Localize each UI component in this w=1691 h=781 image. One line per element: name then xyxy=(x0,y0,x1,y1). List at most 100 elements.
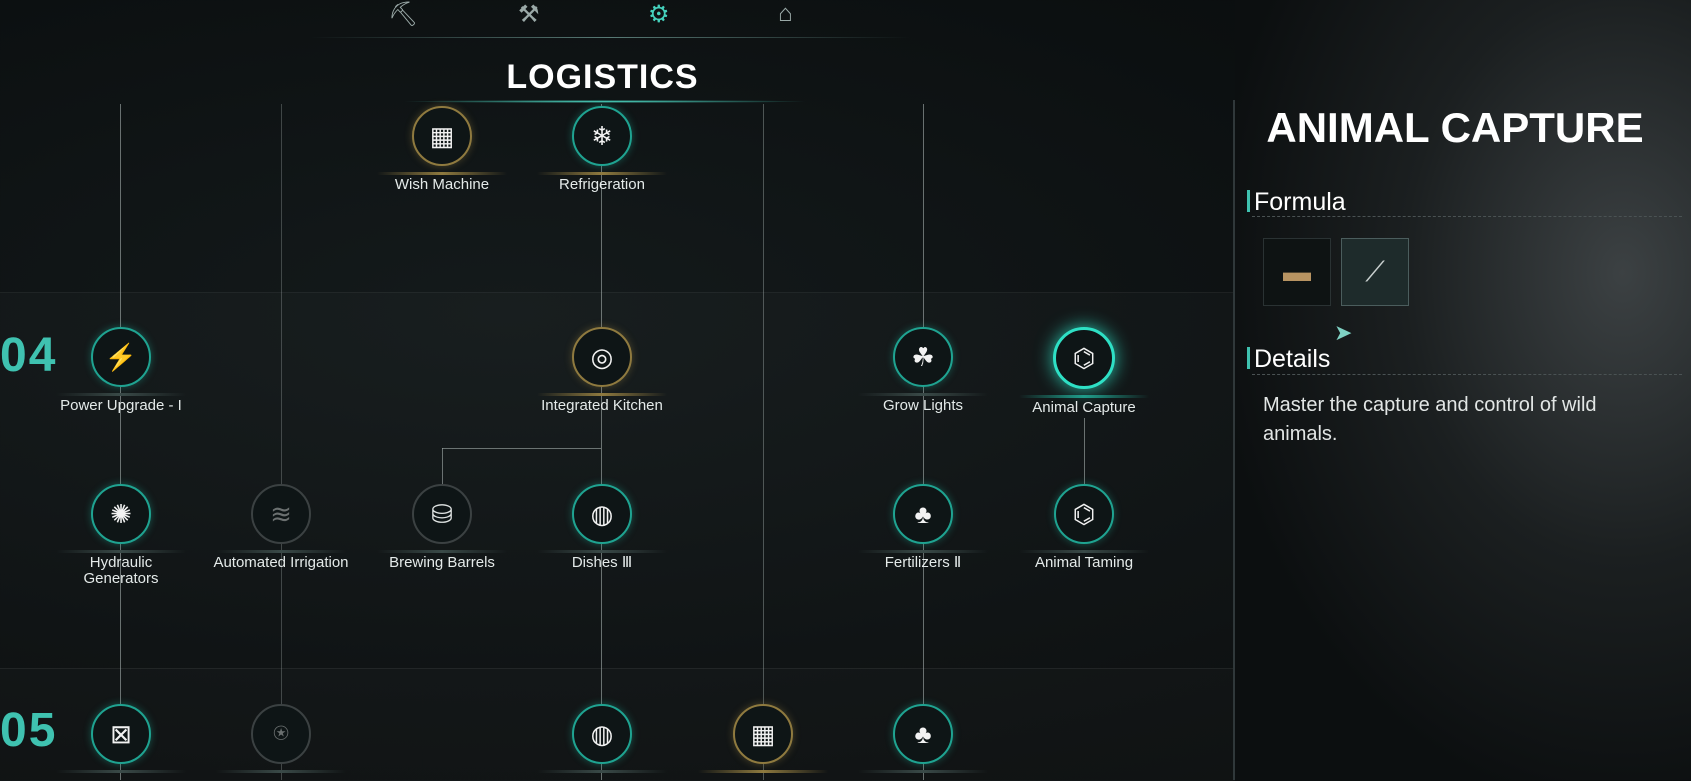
tier-label-05: 05 xyxy=(0,704,58,757)
tech-node-fertilizers-ii[interactable]: ♣ Fertilizers Ⅱ xyxy=(833,484,1013,571)
irrigation-icon: ⍟ xyxy=(251,704,311,764)
grow-light-icon: ☘ xyxy=(893,327,953,387)
tech-node-animal-capture[interactable]: ⌬ Animal Capture xyxy=(994,327,1174,416)
detail-panel xyxy=(1235,0,1691,780)
connector-line xyxy=(442,448,443,488)
node-label-bar xyxy=(537,172,667,175)
tech-node-dishes-iii[interactable]: ◍ Dishes Ⅲ xyxy=(512,484,692,571)
node-label-bar xyxy=(858,550,988,553)
water-wheel-icon: ✺ xyxy=(91,484,151,544)
node-label: Hydraulic Generators xyxy=(83,554,159,587)
tech-node-brewing-barrels[interactable]: ⛁ Brewing Barrels xyxy=(352,484,532,571)
connector-line xyxy=(442,448,601,449)
dish-icon: ◍ xyxy=(572,704,632,764)
tabs-divider xyxy=(310,37,910,38)
tier-05-band xyxy=(0,668,1235,781)
taming-icon: ⌬ xyxy=(1054,484,1114,544)
house-icon[interactable]: ⌂ xyxy=(778,0,793,27)
capture-trap-icon: ⌬ xyxy=(1053,327,1115,389)
frying-pan-icon: ◎ xyxy=(572,327,632,387)
node-label: Animal Taming xyxy=(1034,554,1134,571)
spear-icon: ⟋ xyxy=(1365,255,1385,287)
details-heading: Details xyxy=(1247,345,1330,374)
node-label: Fertilizers Ⅱ xyxy=(884,554,962,571)
tech-node-automated-irrigation[interactable]: ≋ Automated Irrigation xyxy=(191,484,371,571)
node-label-bar xyxy=(537,393,667,396)
details-heading-text: Details xyxy=(1254,345,1331,373)
fertilizer-bag-icon: ♣ xyxy=(893,704,953,764)
node-label: Brewing Barrels xyxy=(389,554,495,571)
details-description: Master the capture and control of wild a… xyxy=(1263,394,1597,445)
machine-icon[interactable]: ⚙ xyxy=(648,1,670,28)
heading-accent xyxy=(1247,347,1250,369)
workbench-icon[interactable]: ⚒ xyxy=(518,1,540,28)
tech-node-animal-taming[interactable]: ⌬ Animal Taming xyxy=(994,484,1174,571)
pickaxe-icon[interactable]: ⛏ xyxy=(388,1,419,28)
node-label-bar xyxy=(1019,395,1149,398)
node-label-bar xyxy=(537,770,667,773)
node-label: Power Upgrade - I xyxy=(60,397,182,414)
wood-log-icon: ▬ xyxy=(1283,256,1311,287)
tech-node-power-upgrade[interactable]: ⚡ Power Upgrade - I xyxy=(31,327,211,414)
refrigeration-icon: ❄ xyxy=(572,106,632,166)
node-label-bar xyxy=(216,770,346,773)
node-label-bar xyxy=(698,770,828,773)
barrel-icon: ⛁ xyxy=(412,484,472,544)
heading-accent xyxy=(1247,190,1250,212)
dish-icon: ◍ xyxy=(572,484,632,544)
tech-node-refrigeration[interactable]: ❄ Refrigeration xyxy=(512,106,692,193)
detail-title: ANIMAL CAPTURE xyxy=(1266,104,1644,151)
formula-divider xyxy=(1252,216,1682,217)
tech-node-grow-lights[interactable]: ☘ Grow Lights xyxy=(833,327,1013,414)
formula-item-slot[interactable]: ⟋ xyxy=(1341,238,1409,306)
node-label: Integrated Kitchen xyxy=(541,397,663,414)
details-divider xyxy=(1252,374,1682,375)
tech-node-tier5[interactable]: ◍ xyxy=(512,704,692,773)
tech-node-tier5[interactable]: ♣ xyxy=(833,704,1013,773)
node-label: Wish Machine xyxy=(394,176,490,193)
formula-heading-text: Formula xyxy=(1254,188,1346,216)
tech-node-tier5[interactable]: ⊠ xyxy=(31,704,211,773)
category-tabs: ⛏ ⚒ ⚙ ⌂ xyxy=(380,0,850,38)
node-label: Automated Irrigation xyxy=(213,554,349,571)
node-label: Dishes Ⅲ xyxy=(571,554,633,571)
formula-heading: Formula xyxy=(1247,188,1346,217)
formula-item-slot[interactable]: ▬ xyxy=(1263,238,1331,306)
tier-04-band xyxy=(0,292,1235,669)
tech-node-tier5[interactable]: ⍟ xyxy=(191,704,371,773)
connector-line xyxy=(601,104,602,780)
connector-line xyxy=(120,104,121,780)
tech-node-integrated-kitchen[interactable]: ◎ Integrated Kitchen xyxy=(512,327,692,414)
node-label-bar xyxy=(1019,550,1149,553)
node-label-bar xyxy=(858,770,988,773)
node-label-bar xyxy=(377,550,507,553)
node-label: Refrigeration xyxy=(559,176,645,193)
generator-icon: ⚡ xyxy=(91,327,151,387)
node-label-bar xyxy=(537,550,667,553)
tech-node-wish-machine[interactable]: ▦ Wish Machine xyxy=(352,106,532,193)
node-label-bar xyxy=(56,393,186,396)
title-glow xyxy=(400,100,810,103)
tech-node-tier5[interactable]: ▦ xyxy=(673,704,853,773)
mouse-cursor-icon: ➤ xyxy=(1334,320,1353,345)
node-label-bar xyxy=(377,172,507,175)
sprinkler-icon: ≋ xyxy=(251,484,311,544)
connector-line xyxy=(281,104,282,780)
machine-icon: ▦ xyxy=(733,704,793,764)
page-title: LOGISTICS xyxy=(506,58,699,96)
node-label: Grow Lights xyxy=(882,397,964,414)
node-label-bar xyxy=(216,550,346,553)
node-label-bar xyxy=(56,550,186,553)
generator-box-icon: ⊠ xyxy=(91,704,151,764)
node-label-bar xyxy=(56,770,186,773)
node-label: Animal Capture xyxy=(1032,399,1136,416)
tech-node-hydraulic-generators[interactable]: ✺ Hydraulic Generators xyxy=(31,484,211,587)
connector-line xyxy=(763,104,764,780)
wish-machine-icon: ▦ xyxy=(412,106,472,166)
connector-line xyxy=(1084,418,1085,510)
fertilizer-bag-icon: ♣ xyxy=(893,484,953,544)
tier-label-04: 04 xyxy=(0,329,58,382)
panel-divider xyxy=(1233,100,1235,780)
node-label-bar xyxy=(858,393,988,396)
connector-line xyxy=(923,104,924,780)
